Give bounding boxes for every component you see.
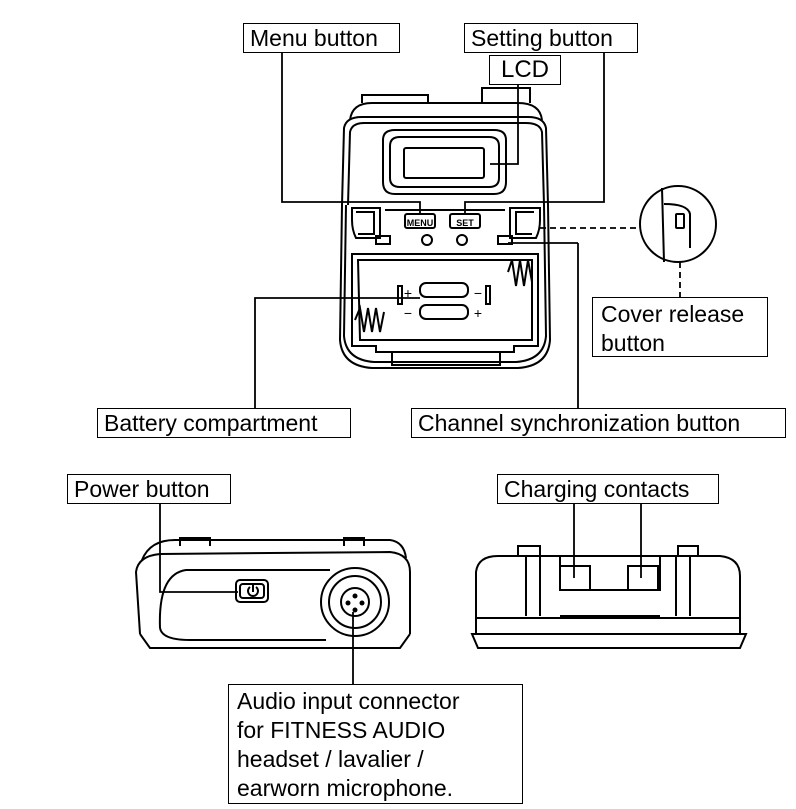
battery-compartment-label: Battery compartment <box>97 408 351 438</box>
charging-contacts-label: Charging contacts <box>497 474 719 504</box>
menu-button-label: Menu button <box>243 23 400 53</box>
battery-plus-2: + <box>474 305 482 321</box>
audio-input-line-4: earworn microphone. <box>237 775 454 801</box>
audio-input-label: Audio input connector for FITNESS AUDIO … <box>228 684 523 804</box>
cover-release-line-1: Cover release <box>601 301 745 327</box>
connector-pins <box>345 593 365 613</box>
channel-sync-label: Channel synchronization button <box>411 408 786 438</box>
battery-minus-2: − <box>404 305 412 321</box>
lcd-window <box>382 129 507 195</box>
menu-key-text: MENU <box>407 218 434 228</box>
battery-plus-1: + <box>404 285 412 301</box>
cover-release-line-2: button <box>601 330 665 356</box>
sync-button-shape <box>497 235 513 245</box>
power-button-label: Power button <box>67 474 231 504</box>
audio-input-line-3: headset / lavalier / <box>237 746 424 772</box>
lcd-label: LCD <box>489 55 561 85</box>
cover-release-button-shape <box>509 207 541 239</box>
indicator-left <box>375 235 391 245</box>
zoom-circle <box>639 185 717 263</box>
setting-button-label: Setting button <box>464 23 638 53</box>
screw-left <box>421 234 433 246</box>
battery-minus-1: − <box>474 285 482 301</box>
transmitter-front-view <box>338 87 552 369</box>
transmitter-bottom-view-charging <box>470 545 748 649</box>
left-recess <box>351 207 381 239</box>
audio-connector-shape <box>320 567 390 637</box>
audio-input-line-1: Audio input connector <box>237 688 460 714</box>
battery-compartment-shape <box>351 253 539 366</box>
set-key-text: SET <box>456 218 474 228</box>
transmitter-bottom-view-power <box>134 537 411 649</box>
screw-right <box>456 234 468 246</box>
leader-lines <box>159 52 681 684</box>
power-key <box>235 579 269 603</box>
audio-input-line-2: for FITNESS AUDIO <box>237 717 446 743</box>
cover-release-label: Cover release button <box>592 297 768 357</box>
